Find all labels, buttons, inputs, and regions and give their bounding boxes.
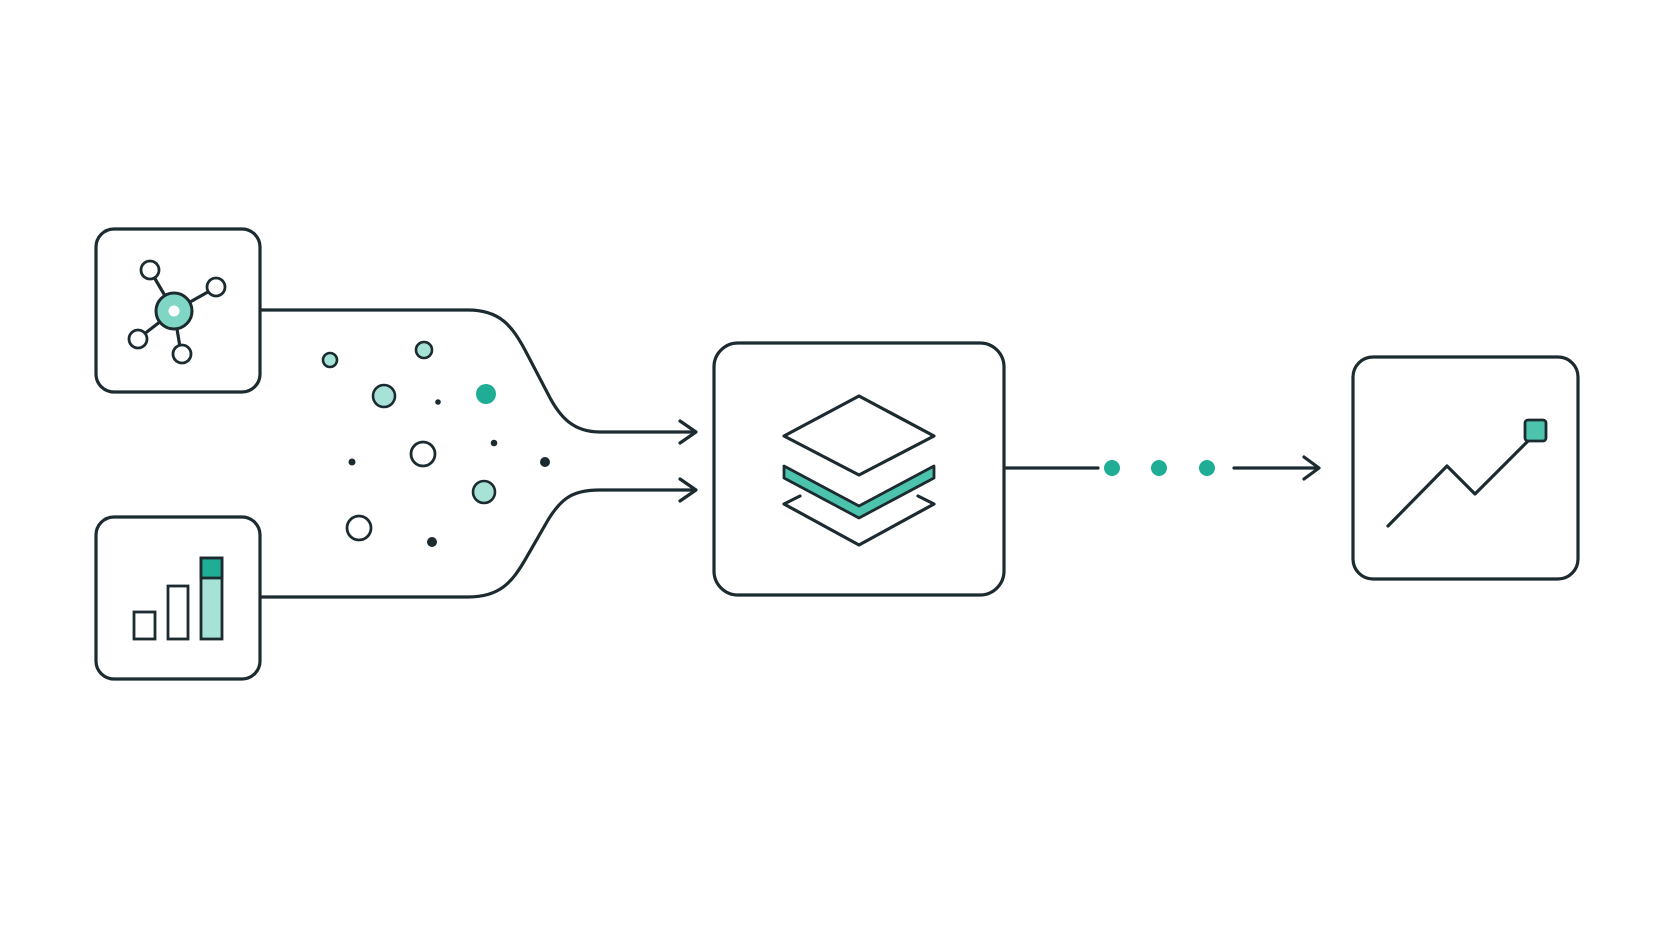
trend-line-icon [1386, 418, 1548, 528]
bar-chart-node [94, 515, 262, 681]
particle [348, 458, 356, 466]
top-input-connector [260, 308, 696, 434]
particle [414, 340, 434, 360]
layers-stack-icon [782, 394, 936, 547]
trend-node-box [1351, 355, 1580, 581]
flow-dot [1104, 460, 1120, 476]
top-input-arrowhead [678, 419, 698, 445]
layers-node [712, 341, 1006, 597]
particle [435, 399, 441, 405]
particle [476, 384, 496, 404]
particle [490, 439, 498, 447]
output-arrowhead [1302, 455, 1321, 481]
flow-dot [1151, 460, 1167, 476]
particle [427, 537, 437, 547]
output-connector [1004, 455, 1321, 481]
funnel-connectors [260, 308, 698, 599]
layers-node-box [712, 341, 1006, 597]
bar-chart-icon [132, 556, 224, 641]
particle [345, 514, 373, 542]
network-nodes-icon [127, 259, 227, 365]
flow-dot [1199, 460, 1215, 476]
particle [371, 383, 397, 409]
particle [409, 440, 437, 468]
bottom-input-connector [260, 488, 696, 599]
network-node [94, 227, 262, 394]
data-particles [321, 340, 550, 547]
particle [540, 457, 550, 467]
particle [321, 351, 339, 369]
bottom-input-arrowhead [678, 477, 698, 503]
particle [471, 479, 497, 505]
trend-node [1351, 355, 1580, 581]
